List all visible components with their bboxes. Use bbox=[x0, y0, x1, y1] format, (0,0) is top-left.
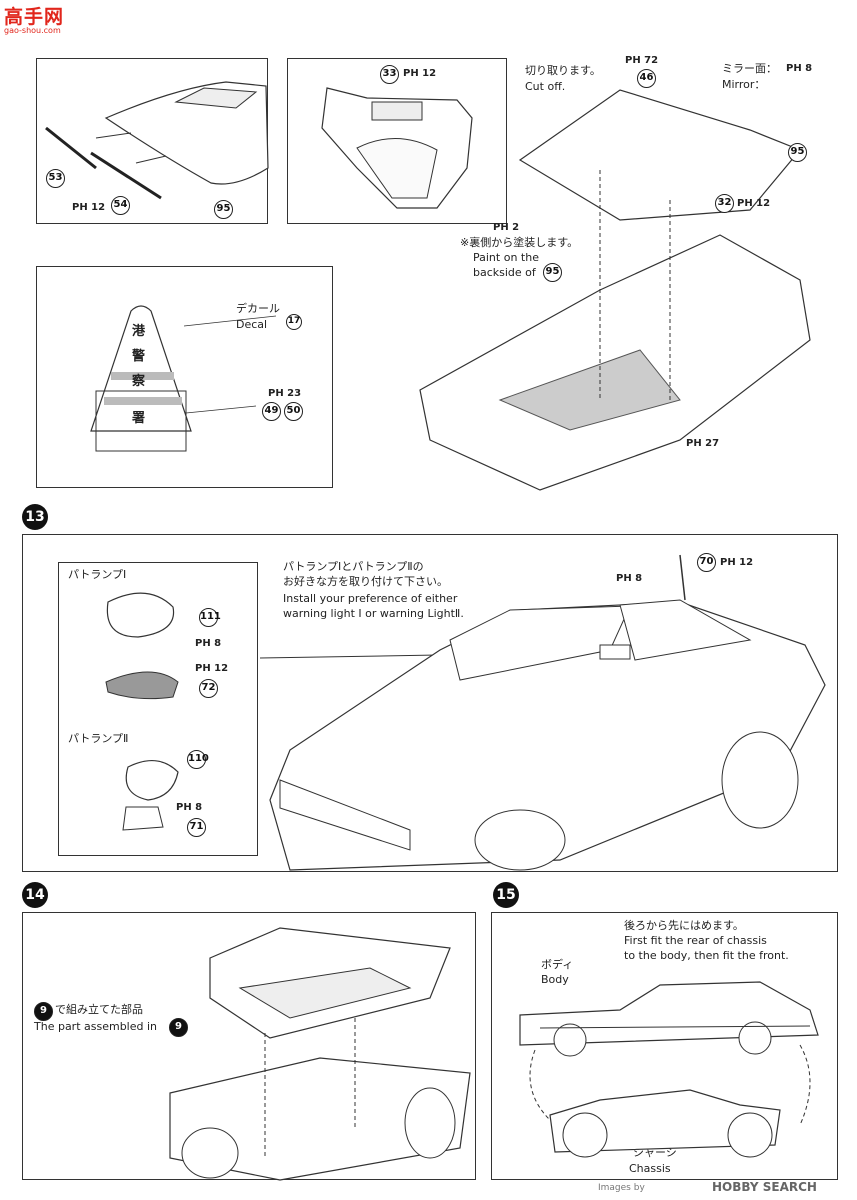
part-33: 33 bbox=[380, 65, 399, 84]
chassis-assembly-illustration bbox=[169, 927, 471, 1181]
paint-note-en1: Paint on the bbox=[473, 251, 539, 264]
paint-ph23: PH 23 bbox=[268, 388, 302, 399]
step14-en: The part assembled in bbox=[34, 1020, 158, 1033]
footer-brand: HOBBY SEARCH bbox=[712, 1180, 817, 1194]
footer-credit: Images by bbox=[598, 1183, 645, 1193]
part-95-a: 95 bbox=[214, 200, 233, 219]
part-71: 71 bbox=[187, 818, 206, 837]
cone-kanji-1: 港 bbox=[132, 324, 146, 339]
step13-note-jp2: お好きな方を取り付けて下さい。 bbox=[283, 575, 448, 588]
step-15-badge: 15 bbox=[493, 882, 519, 908]
lamps-illustration bbox=[105, 592, 179, 831]
step14-jp: で組み立てた部品 bbox=[55, 1003, 143, 1016]
part-95-b: 95 bbox=[788, 143, 807, 162]
step-13-badge: 13 bbox=[22, 504, 48, 530]
chassis-label-en: Chassis bbox=[629, 1162, 671, 1175]
antenna-ph8: PH 8 bbox=[616, 573, 643, 584]
paint-note-95: 95 bbox=[543, 263, 562, 282]
body-label-en: Body bbox=[541, 973, 569, 986]
paint-note-en2: backside of bbox=[473, 266, 536, 279]
mirror-jp: ミラー面： bbox=[722, 62, 777, 75]
part-54: 54 bbox=[111, 196, 130, 215]
decal-17: 17 bbox=[286, 314, 302, 330]
wiper-illustration bbox=[45, 81, 269, 200]
car-illustration-13 bbox=[259, 554, 826, 871]
part-46: 46 bbox=[637, 69, 656, 88]
paint-ph27: PH 27 bbox=[686, 438, 720, 449]
paint-ph12-b: PH 12 bbox=[403, 68, 437, 79]
lamp1-ph12: PH 12 bbox=[195, 663, 229, 674]
lamp1-title: パトランプⅠ bbox=[68, 568, 127, 581]
lamp1-ph8: PH 8 bbox=[195, 638, 222, 649]
paint-ph12-c: PH 12 bbox=[737, 198, 771, 209]
step13-note-jp1: パトランプⅠとパトランプⅡの bbox=[283, 560, 424, 573]
step13-note-en2: warning light I or warning LightⅡ. bbox=[283, 607, 464, 620]
part-50: 50 bbox=[284, 402, 303, 421]
cone-kanji-2: 警 bbox=[132, 349, 146, 364]
paint-note-jp: ※裏側から塗装します。 bbox=[460, 236, 579, 249]
lamp2-title: パトランプⅡ bbox=[68, 732, 129, 745]
part-32: 32 bbox=[715, 194, 734, 213]
body-chassis-illustration bbox=[519, 981, 819, 1158]
step15-jp: 後ろから先にはめます。 bbox=[624, 919, 744, 932]
mirror-paint: PH 8 bbox=[786, 63, 813, 74]
step14-jp-ref: 9 bbox=[34, 1002, 53, 1021]
paint-ph72: PH 72 bbox=[625, 55, 659, 66]
decal-label-en: Decal bbox=[236, 318, 268, 331]
part-53: 53 bbox=[46, 169, 65, 188]
site-logo-url: gao-shou.com bbox=[4, 26, 61, 35]
step14-en-ref: 9 bbox=[169, 1018, 188, 1037]
step15-en2: to the body, then fit the front. bbox=[624, 949, 789, 962]
part-70: 70 bbox=[697, 553, 716, 572]
lamp2-ph8: PH 8 bbox=[176, 802, 203, 813]
body-shell-illustration bbox=[419, 89, 811, 491]
cut-off-en: Cut off. bbox=[525, 80, 566, 93]
step-14-badge: 14 bbox=[22, 882, 48, 908]
antenna-ph12: PH 12 bbox=[720, 557, 754, 568]
cut-off-jp: 切り取ります。 bbox=[525, 64, 601, 77]
interior-illustration bbox=[321, 87, 473, 209]
part-49: 49 bbox=[262, 402, 281, 421]
cone-illustration bbox=[90, 305, 277, 452]
part-111: 111 bbox=[199, 608, 221, 627]
part-110: 110 bbox=[187, 750, 209, 769]
site-logo: 高手网 gao-shou.com bbox=[4, 2, 78, 42]
decal-label-jp: デカール bbox=[236, 302, 280, 315]
body-label-jp: ボディ bbox=[541, 958, 574, 971]
site-logo-text: 高手网 bbox=[4, 6, 65, 28]
cone-kanji-4: 署 bbox=[132, 411, 146, 426]
paint-ph2: PH 2 bbox=[493, 222, 520, 233]
paint-ph12-a: PH 12 bbox=[72, 202, 106, 213]
cone-kanji-3: 察 bbox=[132, 374, 146, 389]
mirror-en: Mirror： bbox=[722, 78, 766, 91]
step13-note-en1: Install your preference of either bbox=[283, 592, 458, 605]
step15-en1: First fit the rear of chassis bbox=[624, 934, 767, 947]
part-72: 72 bbox=[199, 679, 218, 698]
